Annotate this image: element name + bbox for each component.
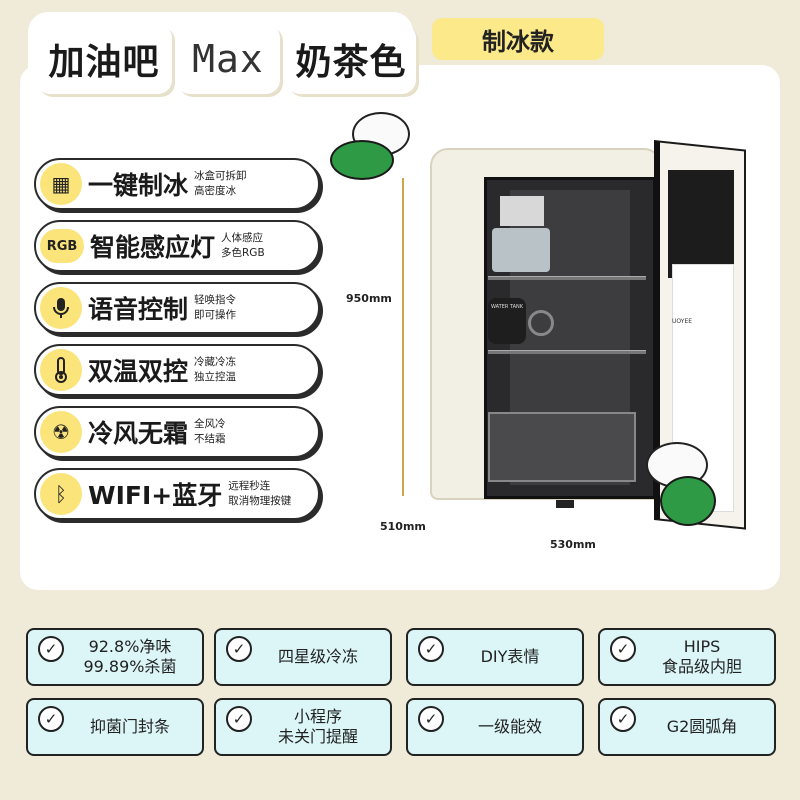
dim-height-label: 950mm	[346, 292, 392, 305]
fridge-shelf	[488, 276, 646, 280]
tag-text: 92.8%净味 99.89%杀菌	[83, 637, 177, 676]
tag-rounded-corner: ✓ G2圆弧角	[598, 698, 776, 756]
feature-desc: 轻唤指令 即可操作	[194, 294, 237, 321]
tag-door-reminder: ✓ 小程序 未关门提醒	[214, 698, 392, 756]
mascot-rope	[402, 178, 404, 496]
ice-cube-icon: ▦	[40, 163, 82, 205]
title-part3: 奶茶色	[286, 24, 416, 94]
ice-maker-badge: 制冰款	[432, 18, 604, 60]
tag-diy-expression: ✓ DIY表情	[406, 628, 584, 686]
rgb-icon: RGB	[40, 229, 84, 263]
tag-text: DIY表情	[480, 647, 540, 666]
check-icon: ✓	[38, 706, 64, 732]
check-icon: ✓	[226, 636, 252, 662]
dim-width-label: 530mm	[550, 538, 596, 551]
feature-desc: 冰盒可拆卸 高密度冰	[194, 170, 247, 197]
check-icon: ✓	[226, 706, 252, 732]
feature-title: 智能感应灯	[90, 233, 216, 262]
mascot-bottom	[660, 476, 716, 526]
check-icon: ✓	[418, 636, 444, 662]
fridge-drawer	[488, 412, 636, 482]
tag-text: 小程序 未关门提醒	[277, 707, 358, 746]
bluetooth-icon: ᛒ	[40, 473, 82, 515]
feature-title: 语音控制	[88, 295, 189, 324]
tag-antibacterial-seal: ✓ 抑菌门封条	[26, 698, 204, 756]
water-tank-label: WATER TANK	[490, 304, 524, 310]
tag-energy-efficiency: ✓ 一级能效	[406, 698, 584, 756]
fridge-foot	[556, 500, 574, 508]
feature-desc: 冷藏冷冻 独立控温	[194, 356, 237, 383]
check-icon: ✓	[418, 706, 444, 732]
feature-ice-maker: ▦ 一键制冰 冰盒可拆卸 高密度冰	[34, 158, 320, 210]
title-part1: 加油吧	[36, 24, 172, 94]
water-tank: WATER TANK	[488, 298, 526, 344]
tag-deodorize: ✓ 92.8%净味 99.89%杀菌	[26, 628, 204, 686]
check-icon: ✓	[610, 636, 636, 662]
feature-title: 一键制冰	[88, 171, 189, 200]
fan-icon: ☢	[40, 411, 82, 453]
feature-desc: 人体感应 多色RGB	[221, 232, 265, 259]
tag-text: 一级能效	[477, 717, 542, 736]
feature-smart-light: RGB 智能感应灯 人体感应 多色RGB	[34, 220, 320, 272]
feature-frost-free: ☢ 冷风无霜 全风冷 不结霜	[34, 406, 320, 458]
thermometer-icon	[40, 349, 82, 391]
feature-dual-temp: 双温双控 冷藏冷冻 独立控温	[34, 344, 320, 396]
feature-voice-control: 语音控制 轻唤指令 即可操作	[34, 282, 320, 334]
tag-text: G2圆弧角	[666, 717, 738, 736]
tag-four-star-freezer: ✓ 四星级冷冻	[214, 628, 392, 686]
feature-title: WIFI+蓝牙	[88, 481, 223, 510]
feature-title: 冷风无霜	[88, 419, 189, 448]
ice-box	[492, 228, 550, 272]
fan-icon	[528, 310, 554, 336]
door-vent-panel	[668, 170, 734, 278]
tag-hips-liner: ✓ HIPS 食品级内胆	[598, 628, 776, 686]
check-icon: ✓	[38, 636, 64, 662]
mascot-top	[330, 140, 394, 180]
ice-maker-unit	[500, 196, 544, 226]
tag-text: 四星级冷冻	[277, 647, 358, 666]
fridge-shelf	[488, 350, 646, 354]
feature-title: 双温双控	[88, 357, 189, 386]
feature-wifi-bluetooth: ᛒ WIFI+蓝牙 远程秒连 取消物理按键	[34, 468, 320, 520]
microphone-icon	[40, 287, 82, 329]
tag-text: 抑菌门封条	[89, 717, 170, 736]
tag-text: HIPS 食品级内胆	[661, 637, 742, 676]
feature-desc: 全风冷 不结霜	[194, 418, 226, 445]
title-part2: Max	[176, 24, 280, 94]
door-logo: UOYEE	[672, 318, 693, 325]
check-icon: ✓	[610, 706, 636, 732]
feature-desc: 远程秒连 取消物理按键	[228, 480, 292, 507]
dim-depth-label: 510mm	[380, 520, 426, 533]
